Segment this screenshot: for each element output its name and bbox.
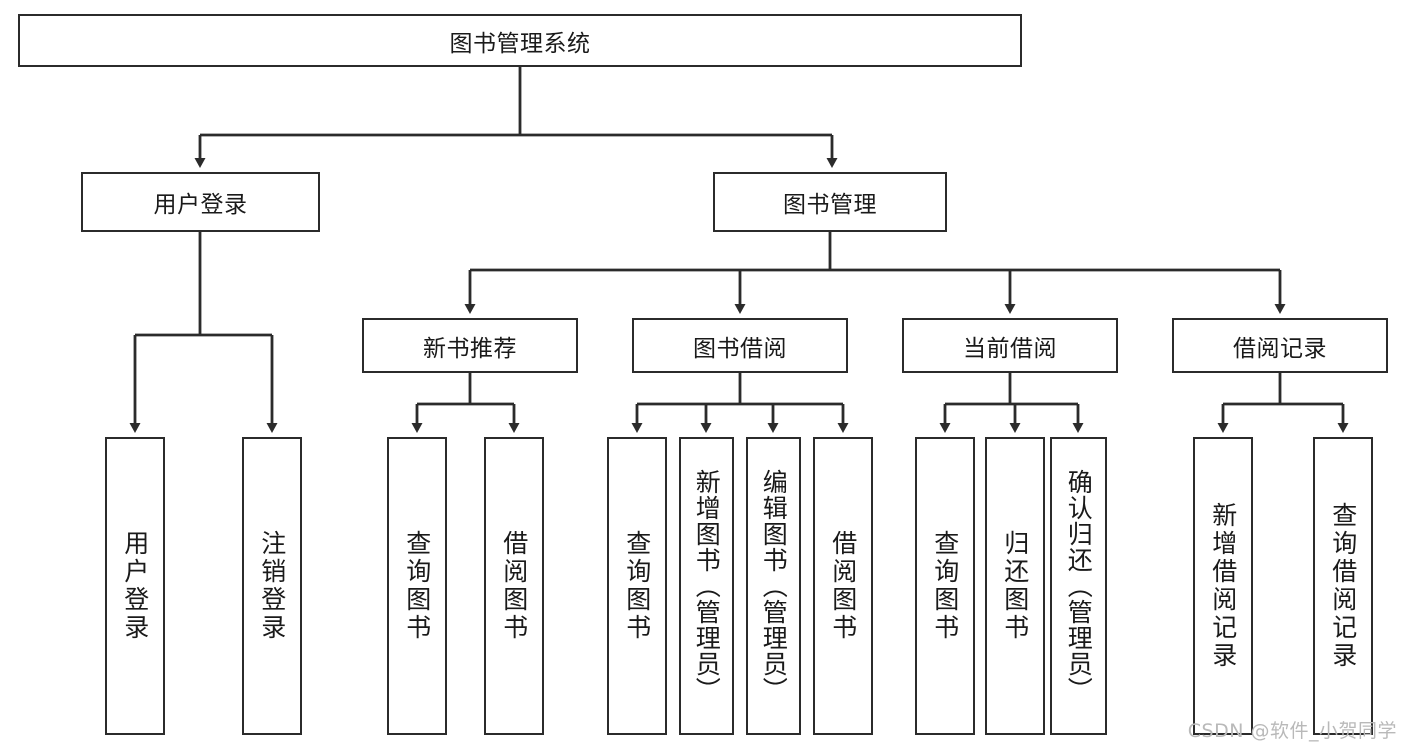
node-leaf-user-login[interactable]: 用户登录 — [105, 437, 165, 735]
node-leaf-logout-label: 注销登录 — [257, 530, 287, 642]
node-book-management-label: 图书管理 — [783, 192, 877, 218]
node-leaf-borrow-book-1[interactable]: 借阅图书 — [484, 437, 544, 735]
node-borrow-record[interactable]: 借阅记录 — [1172, 318, 1388, 373]
node-leaf-return-book[interactable]: 归还图书 — [985, 437, 1045, 735]
node-leaf-add-record-label: 新增借阅记录 — [1208, 502, 1238, 670]
node-book-borrow-label: 图书借阅 — [693, 335, 787, 362]
node-leaf-borrow-book-2[interactable]: 借阅图书 — [813, 437, 873, 735]
node-leaf-logout[interactable]: 注销登录 — [242, 437, 302, 735]
node-leaf-query-book-1[interactable]: 查询图书 — [387, 437, 447, 735]
node-leaf-add-book-label: 新增图书（管理员） — [692, 469, 722, 703]
node-current-borrow-label: 当前借阅 — [963, 335, 1057, 362]
node-leaf-edit-book-label: 编辑图书（管理员） — [759, 469, 789, 703]
node-root[interactable]: 图书管理系统 — [18, 14, 1022, 67]
node-leaf-edit-book[interactable]: 编辑图书（管理员） — [746, 437, 801, 735]
node-root-label: 图书管理系统 — [449, 30, 591, 57]
node-user-login[interactable]: 用户登录 — [81, 172, 320, 232]
node-borrow-record-label: 借阅记录 — [1233, 335, 1327, 362]
node-current-borrow[interactable]: 当前借阅 — [902, 318, 1118, 373]
node-leaf-return-book-label: 归还图书 — [1000, 530, 1030, 642]
node-leaf-add-book[interactable]: 新增图书（管理员） — [679, 437, 734, 735]
node-leaf-query-book-3-label: 查询图书 — [930, 530, 960, 642]
node-leaf-query-book-2-label: 查询图书 — [622, 530, 652, 642]
node-leaf-add-record[interactable]: 新增借阅记录 — [1193, 437, 1253, 735]
node-leaf-confirm-return[interactable]: 确认归还（管理员） — [1050, 437, 1107, 735]
node-leaf-borrow-book-1-label: 借阅图书 — [499, 530, 529, 642]
node-book-borrow[interactable]: 图书借阅 — [632, 318, 848, 373]
node-leaf-query-book-3[interactable]: 查询图书 — [915, 437, 975, 735]
node-new-book-recommend[interactable]: 新书推荐 — [362, 318, 578, 373]
node-leaf-query-record[interactable]: 查询借阅记录 — [1313, 437, 1373, 735]
node-leaf-confirm-return-label: 确认归还（管理员） — [1064, 469, 1094, 703]
node-leaf-borrow-book-2-label: 借阅图书 — [828, 530, 858, 642]
node-user-login-label: 用户登录 — [153, 192, 248, 218]
node-leaf-query-record-label: 查询借阅记录 — [1328, 502, 1358, 670]
node-leaf-query-book-2[interactable]: 查询图书 — [607, 437, 667, 735]
node-leaf-user-login-label: 用户登录 — [120, 530, 150, 642]
node-leaf-query-book-1-label: 查询图书 — [402, 530, 432, 642]
node-new-book-recommend-label: 新书推荐 — [423, 335, 517, 362]
node-book-management[interactable]: 图书管理 — [713, 172, 947, 232]
